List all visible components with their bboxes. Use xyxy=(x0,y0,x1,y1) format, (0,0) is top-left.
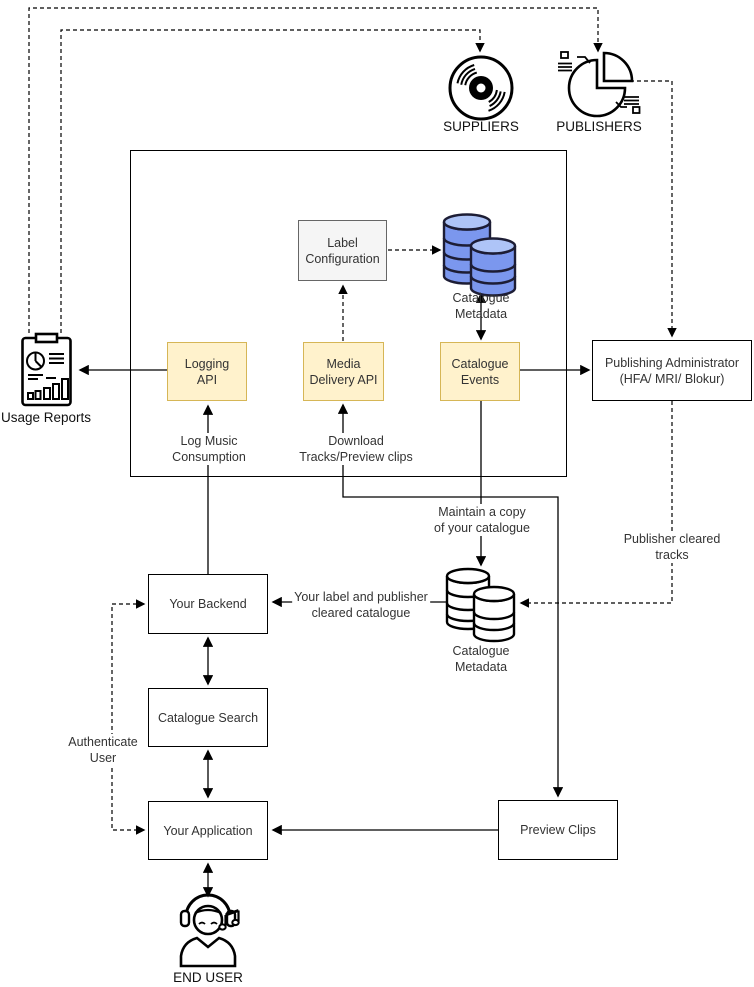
connector-publishers-to-publishing-admin xyxy=(630,80,677,338)
connector-usage-reports-to-suppliers xyxy=(60,29,485,333)
catalogue-metadata-db-icon xyxy=(442,213,517,297)
download-tracks-label: Download Tracks/Preview clips xyxy=(297,433,415,465)
publishers-label: PUBLISHERS xyxy=(556,119,642,134)
connector-authenticate-user xyxy=(111,599,146,835)
cleared-catalogue-label: Your label and publisher cleared catalog… xyxy=(292,589,430,621)
preview-clips-box: Preview Clips xyxy=(498,800,618,860)
end-user-icon xyxy=(179,893,240,968)
end-user-label: END USER xyxy=(173,970,243,985)
maintain-copy-label: Maintain a copy of your catalogue xyxy=(432,504,532,536)
your-application-box: Your Application xyxy=(148,801,268,860)
catalogue-events-box: Catalogue Events xyxy=(440,342,520,401)
connector-publishing-admin-to-metadata xyxy=(519,401,673,608)
media-delivery-api-box: Media Delivery API xyxy=(303,342,384,401)
publishing-administrator-box: Publishing Administrator (HFA/ MRI/ Blok… xyxy=(592,340,752,401)
authenticate-user-label: Authenticate User xyxy=(66,734,140,766)
suppliers-label: SUPPLIERS xyxy=(443,119,519,134)
label-configuration-box: Label Configuration xyxy=(298,220,387,281)
publishers-icon xyxy=(558,51,641,118)
catalogue-metadata-bottom-label: Catalogue Metadata xyxy=(452,644,510,674)
usage-reports-icon xyxy=(21,332,72,407)
catalogue-metadata-top-label: Catalogue Metadata xyxy=(452,291,510,321)
publisher-cleared-tracks-label: Publisher cleared tracks xyxy=(621,531,723,563)
usage-reports-label: Usage Reports xyxy=(0,410,92,425)
platform-container xyxy=(130,150,567,477)
log-music-consumption-label: Log Music Consumption xyxy=(170,433,248,465)
catalogue-metadata-copy-db-icon xyxy=(445,567,516,643)
connector-usage-reports-to-publishers xyxy=(28,7,603,333)
your-backend-box: Your Backend xyxy=(148,574,268,634)
suppliers-icon xyxy=(448,55,514,121)
logging-api-box: Logging API xyxy=(167,342,247,401)
catalogue-search-box: Catalogue Search xyxy=(148,688,268,747)
